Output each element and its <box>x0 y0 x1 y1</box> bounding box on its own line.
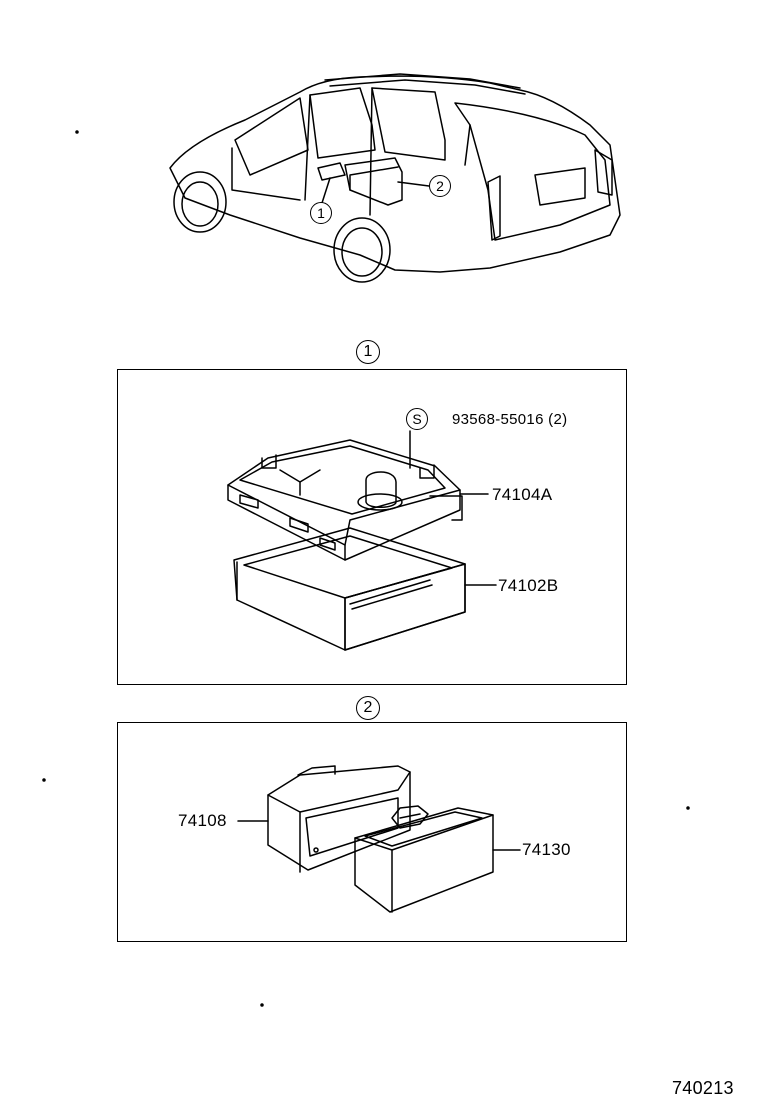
screw-symbol: S <box>406 408 428 430</box>
vehicle-illustration <box>169 73 621 283</box>
panel-2-heading-callout: 2 <box>356 696 380 720</box>
box-drawer-drawing <box>354 805 521 913</box>
callout-2-vehicle: 2 <box>429 175 451 197</box>
part-number-tray-bracket: 74104A <box>492 485 553 504</box>
callout-1-vehicle: 1 <box>310 202 332 224</box>
tray-drawer-drawing <box>233 527 497 651</box>
part-number-box-housing: 74108 <box>178 811 227 830</box>
panel-1-heading-callout: 1 <box>356 340 380 364</box>
part-number-tray-drawer: 74102B <box>498 576 559 595</box>
box-housing-drawing <box>237 765 411 873</box>
part-number-box-drawer: 74130 <box>522 840 571 859</box>
figure-code: 740213 <box>672 1078 734 1098</box>
part-number-screw: 93568-55016 (2) <box>452 411 568 428</box>
panel-2-frame <box>117 722 627 942</box>
panel-1-frame <box>117 369 627 685</box>
